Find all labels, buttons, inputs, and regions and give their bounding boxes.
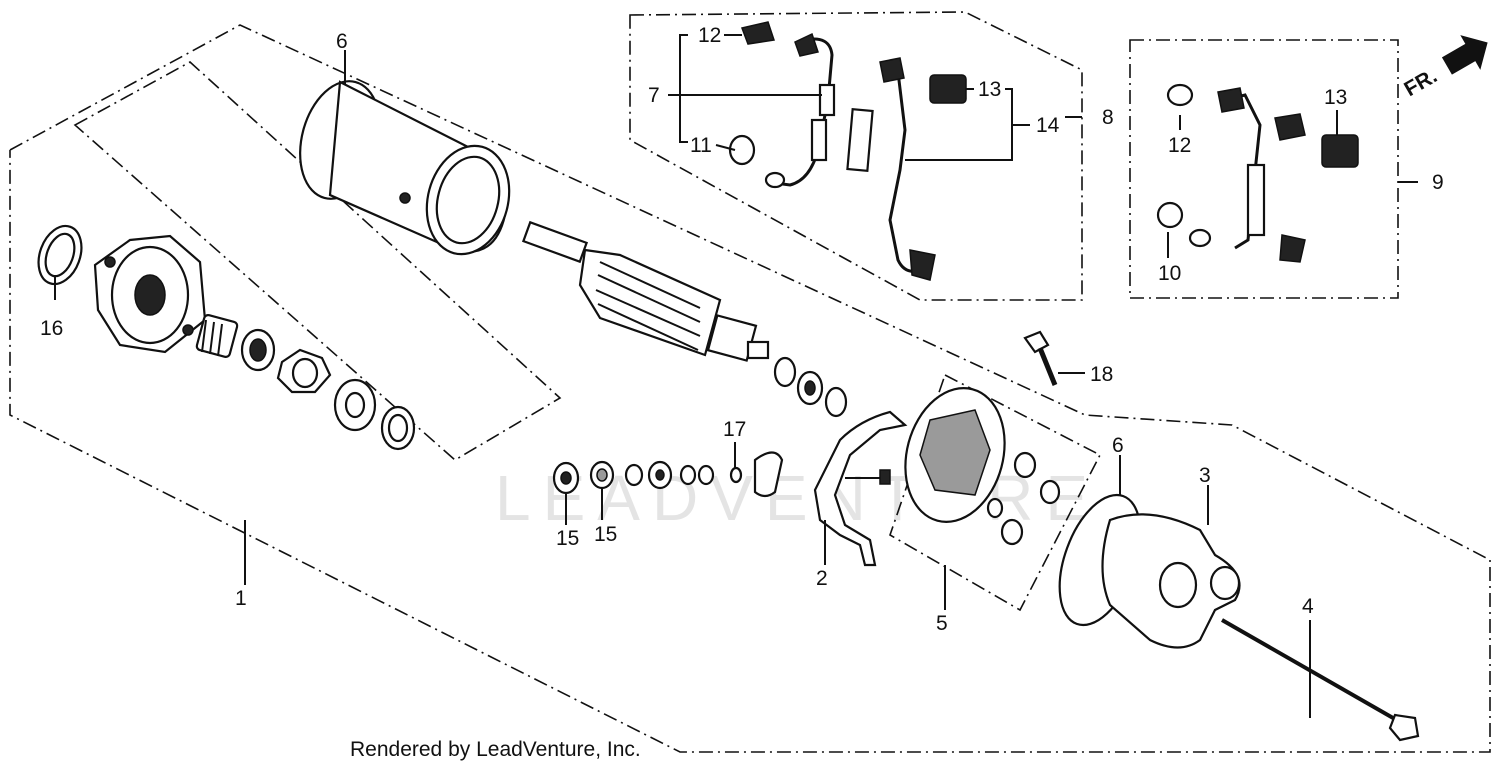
callout-15-right: 15 [594,523,617,546]
washer-15-d [697,464,715,486]
bearing [240,328,276,372]
nut-15a [552,461,580,495]
callout-10: 10 [1158,262,1181,285]
callout-13-right: 13 [1324,86,1347,109]
callout-4: 4 [1302,595,1314,618]
armature [521,220,770,362]
callout-1: 1 [235,587,247,610]
leader-lines [54,34,1418,718]
arm-washer-c [824,386,848,418]
callout-18: 18 [1090,363,1113,386]
part-17 [729,466,743,484]
washer-15-c [679,464,697,486]
callout-9: 9 [1432,171,1444,194]
arm-washer-b-hole [804,380,816,396]
pinion-gear [195,314,239,358]
harness-9-wires [1156,83,1359,263]
front-housing [93,234,207,354]
brush-holder-5 [904,387,1061,546]
sub-box-housing [73,61,562,461]
brush-segment [753,451,784,498]
rear-cover-3 [1101,513,1241,649]
washer-15-b-hole [655,469,665,481]
callout-12-right: 12 [1168,134,1191,157]
callout-2: 2 [816,567,828,590]
bolt-18 [1023,330,1058,386]
callout-12-left: 12 [698,24,721,47]
arm-washer-a [773,356,797,388]
callout-5: 5 [936,612,948,635]
callout-11: 11 [690,134,712,157]
footer-credit: Rendered by LeadVenture, Inc. [350,738,641,761]
nut-15b [589,460,615,490]
assembly-boundary-1 [9,24,1491,753]
motor-case-6 [299,80,511,256]
fr-label: FR. [1400,64,1441,101]
o-ring-16-inner [44,232,76,278]
washer-15-a [624,463,644,487]
callout-16: 16 [40,317,63,340]
callout-13-left: 13 [978,78,1001,101]
callout-8: 8 [1102,106,1114,129]
harness-box-9 [1129,39,1399,299]
through-bolt-4 [1221,618,1420,742]
callout-15-left: 15 [556,527,579,550]
arrow-icon [1441,35,1488,75]
callout-6-rear: 6 [1112,434,1124,457]
callout-3: 3 [1199,464,1211,487]
callout-6-top: 6 [336,30,348,53]
callout-14: 14 [1036,114,1060,137]
lock-plate [276,348,332,394]
harness-box-8 [629,11,1083,301]
washer-a-hole [344,391,366,419]
washer-b-hole [387,413,409,443]
harness-8-wires [728,21,967,281]
callout-17: 17 [723,418,746,441]
callout-7: 7 [648,84,660,107]
brush-holder-plate-2 [813,410,908,567]
front-direction-marker: FR. [1400,35,1488,101]
